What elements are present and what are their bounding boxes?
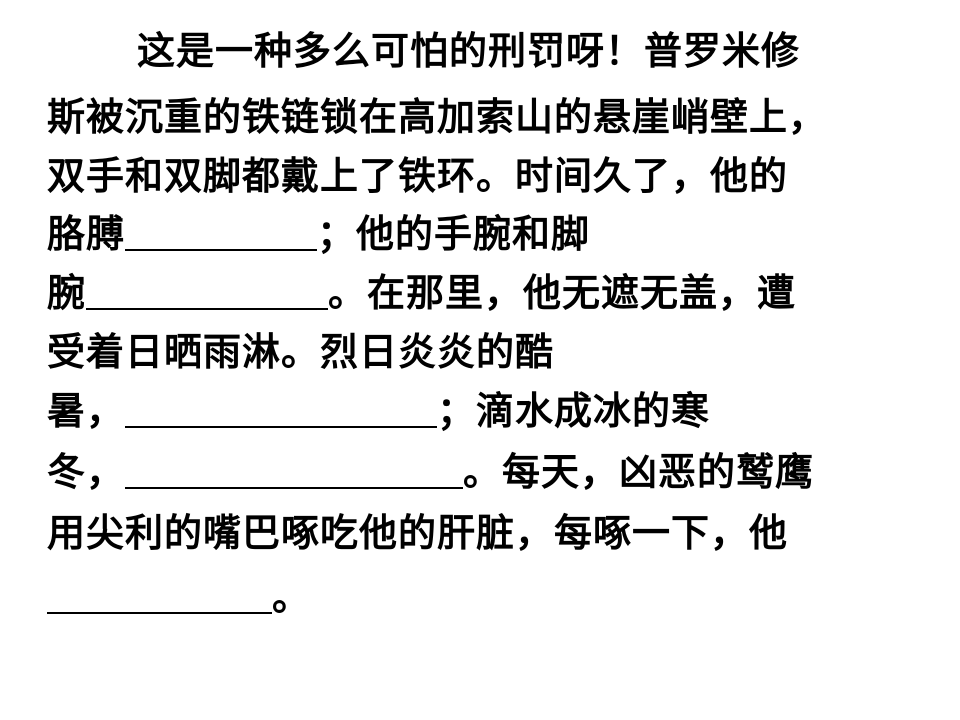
passage-text: 用尖利的嘴巴啄吃他的肝脏，每啄一下，他	[47, 511, 789, 555]
passage-line-1: 这是一种多么可怕的刑罚呀！普罗米修	[47, 24, 800, 78]
passage-text: 。在那里，他无遮无盖，遭	[328, 271, 797, 315]
fill-in-blank[interactable]	[125, 447, 464, 489]
passage-text: 受着日晒雨淋。烈日炎炎的酷	[47, 330, 555, 374]
passage-line-6: 受着日晒雨淋。烈日炎炎的酷	[47, 325, 554, 379]
passage-line-4: 胳膊 ；他的手腕和脚	[47, 207, 590, 261]
fill-in-blank[interactable]	[125, 209, 318, 251]
passage-line-5: 腕 。在那里，他无遮无盖，遭	[47, 266, 796, 320]
passage-text: 这是一种多么可怕的刑罚呀！普罗米修	[137, 29, 801, 73]
fill-in-blank[interactable]	[125, 386, 438, 428]
passage-text: ；滴水成冰的寒	[437, 389, 711, 433]
passage-text: 。	[272, 575, 312, 619]
passage-text: ；他的手腕和脚	[317, 212, 591, 256]
passage-text: 胳膊	[47, 212, 126, 256]
passage-line-10: 。	[47, 570, 311, 624]
passage-text: 腕	[47, 271, 87, 315]
fill-in-blank[interactable]	[47, 572, 272, 614]
passage-line-7: 暑， ；滴水成冰的寒	[47, 384, 710, 438]
passage-line-9: 用尖利的嘴巴啄吃他的肝脏，每啄一下，他	[47, 506, 788, 560]
passage-text: 暑，	[47, 389, 126, 433]
passage-text: 冬，	[47, 450, 126, 494]
passage-text: 。每天，凶恶的鹫鹰	[463, 450, 815, 494]
passage-line-8: 冬， 。每天，凶恶的鹫鹰	[47, 445, 814, 499]
fill-in-blank[interactable]	[86, 268, 329, 310]
passage-line-3: 双手和双脚都戴上了铁环。时间久了，他的	[47, 149, 788, 203]
passage-text: 双手和双脚都戴上了铁环。时间久了，他的	[47, 154, 789, 198]
passage-text: 斯被沉重的铁链锁在高加索山的悬崖峭壁上，	[47, 95, 828, 139]
passage-line-2: 斯被沉重的铁链锁在高加索山的悬崖峭壁上，	[47, 90, 827, 144]
